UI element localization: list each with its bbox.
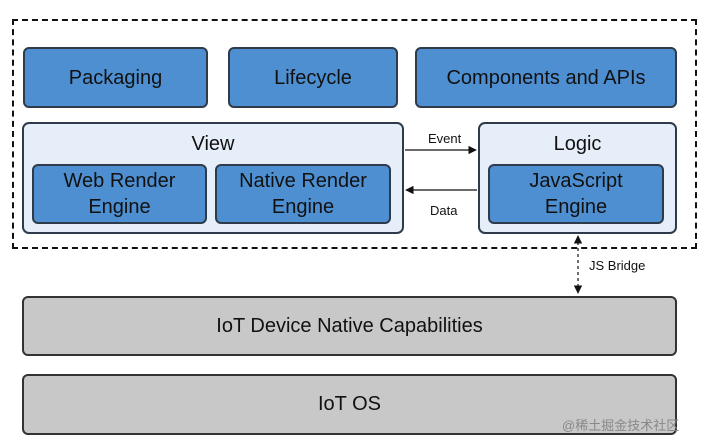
packaging-label: Packaging	[68, 66, 163, 89]
native-capabilities-label: IoT Device Native Capabilities	[216, 314, 483, 337]
native-capabilities-layer: IoT Device Native Capabilities	[22, 296, 677, 356]
js-bridge-label: JS Bridge	[589, 258, 646, 273]
data-label: Data	[430, 203, 458, 218]
javascript-engine-box: JavaScript Engine	[488, 164, 664, 224]
web-render-engine-label: Web Render Engine	[63, 170, 176, 218]
native-render-engine-label: Native Render Engine	[239, 170, 367, 218]
components-apis-label: Components and APIs	[446, 66, 646, 89]
logic-title: Logic	[553, 133, 602, 155]
components-apis-box: Components and APIs	[415, 47, 677, 108]
javascript-engine-label: JavaScript Engine	[529, 170, 623, 218]
packaging-box: Packaging	[23, 47, 208, 108]
event-label: Event	[428, 131, 462, 146]
iot-os-layer: IoT OS	[22, 374, 677, 435]
native-render-engine-box: Native Render Engine	[215, 164, 391, 224]
view-title: View	[191, 133, 235, 155]
lifecycle-label: Lifecycle	[274, 66, 352, 89]
runtime-framework-frame	[12, 19, 697, 249]
web-render-engine-box: Web Render Engine	[32, 164, 207, 224]
lifecycle-box: Lifecycle	[228, 47, 398, 108]
watermark-text: @稀土掘金技术社区	[562, 418, 680, 433]
iot-os-label: IoT OS	[318, 393, 381, 415]
